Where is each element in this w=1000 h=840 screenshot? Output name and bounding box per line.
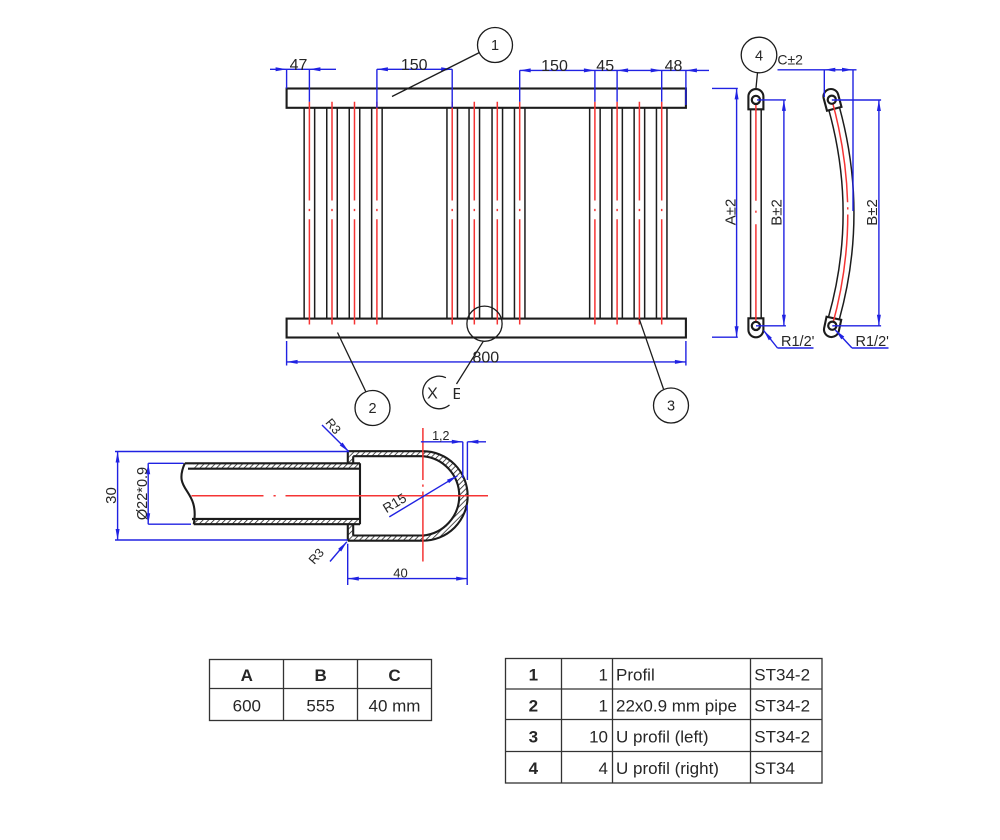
svg-text:4: 4 <box>529 759 539 778</box>
svg-text:150: 150 <box>401 57 428 74</box>
svg-text:R1/2': R1/2' <box>856 334 890 350</box>
svg-text:1: 1 <box>599 666 608 685</box>
svg-text:U profil (left): U profil (left) <box>616 728 709 747</box>
svg-text:3: 3 <box>529 728 538 747</box>
svg-text:R3: R3 <box>306 546 327 567</box>
svg-text:ST34: ST34 <box>754 759 795 778</box>
svg-text:1: 1 <box>529 666 538 685</box>
svg-text:22x0.9 mm pipe: 22x0.9 mm pipe <box>616 696 737 715</box>
svg-text:2: 2 <box>368 401 376 417</box>
svg-text:150: 150 <box>541 58 568 75</box>
svg-text:1: 1 <box>599 696 608 715</box>
svg-text:1: 1 <box>491 38 499 54</box>
svg-text:X: X <box>427 386 438 403</box>
svg-text:U profil (right): U profil (right) <box>616 759 719 778</box>
svg-text:R1/2': R1/2' <box>781 334 815 350</box>
svg-text:B±2: B±2 <box>864 199 881 226</box>
svg-text:A: A <box>241 666 253 685</box>
svg-text:ST34-2: ST34-2 <box>754 728 810 747</box>
svg-text:48: 48 <box>665 58 683 75</box>
svg-text:47: 47 <box>290 57 308 74</box>
svg-text:2: 2 <box>529 696 538 715</box>
svg-text:40: 40 <box>393 565 407 580</box>
svg-text:40 mm: 40 mm <box>369 697 421 716</box>
svg-text:1,2: 1,2 <box>432 429 449 443</box>
svg-text:3: 3 <box>667 399 675 415</box>
svg-text:R15: R15 <box>380 490 409 516</box>
svg-text:30: 30 <box>103 487 120 504</box>
svg-text:B: B <box>314 666 326 685</box>
svg-text:C: C <box>388 666 400 685</box>
svg-text:800: 800 <box>472 349 499 366</box>
svg-text:ST34-2: ST34-2 <box>754 696 810 715</box>
svg-text:10: 10 <box>589 728 608 747</box>
svg-text:Profil: Profil <box>616 666 655 685</box>
svg-text:Ø22*0.9: Ø22*0.9 <box>135 467 151 520</box>
svg-text:555: 555 <box>306 697 334 716</box>
svg-text:4: 4 <box>755 48 763 64</box>
svg-text:R3: R3 <box>323 416 344 437</box>
svg-text:4: 4 <box>599 759 608 778</box>
svg-text:A±2: A±2 <box>722 199 739 226</box>
svg-text:Б: Б <box>453 386 464 403</box>
svg-text:600: 600 <box>233 697 261 716</box>
svg-text:C±2: C±2 <box>777 52 803 68</box>
svg-text:B±2: B±2 <box>768 199 785 226</box>
svg-text:45: 45 <box>596 58 614 75</box>
svg-text:ST34-2: ST34-2 <box>754 666 810 685</box>
